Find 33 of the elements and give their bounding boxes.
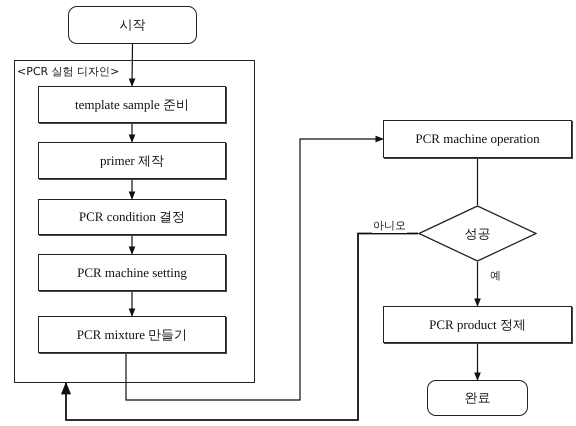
terminal-box [427, 380, 528, 416]
step-label: 성공 [464, 224, 490, 242]
process-box [383, 120, 572, 158]
arrow [128, 291, 136, 317]
step-label: 시작 [120, 16, 146, 34]
arrow [128, 235, 136, 255]
step-label: PCR mixture 만들기 [76, 326, 188, 344]
step-label: PCR condition 결정 [78, 208, 186, 226]
process-box [38, 86, 226, 123]
edge-label: 아니오 [372, 218, 407, 233]
step-label: PCR product 정제 [429, 316, 526, 334]
process-box [38, 142, 226, 179]
step-label: primer 제작 [100, 152, 164, 170]
edge-label: 예 [489, 268, 502, 283]
arrow [474, 262, 481, 307]
terminal-box [68, 6, 197, 44]
arrow [128, 44, 136, 87]
arrow [474, 343, 481, 381]
arrow [128, 123, 136, 143]
step-label: template sample 준비 [74, 96, 190, 114]
process-box [38, 316, 226, 353]
step-label: PCR machine operation [415, 131, 540, 147]
connector-line [476, 158, 478, 205]
arrow [128, 179, 136, 200]
process-box [383, 306, 572, 343]
group-heading: <PCR 실험 디자인> [17, 64, 120, 79]
process-box [38, 199, 226, 235]
arrow [125, 136, 384, 401]
process-box [38, 254, 226, 291]
step-label: PCR machine setting [77, 264, 187, 280]
group-frame [14, 60, 255, 383]
arrow [60, 232, 418, 421]
step-label: 완료 [464, 389, 490, 407]
